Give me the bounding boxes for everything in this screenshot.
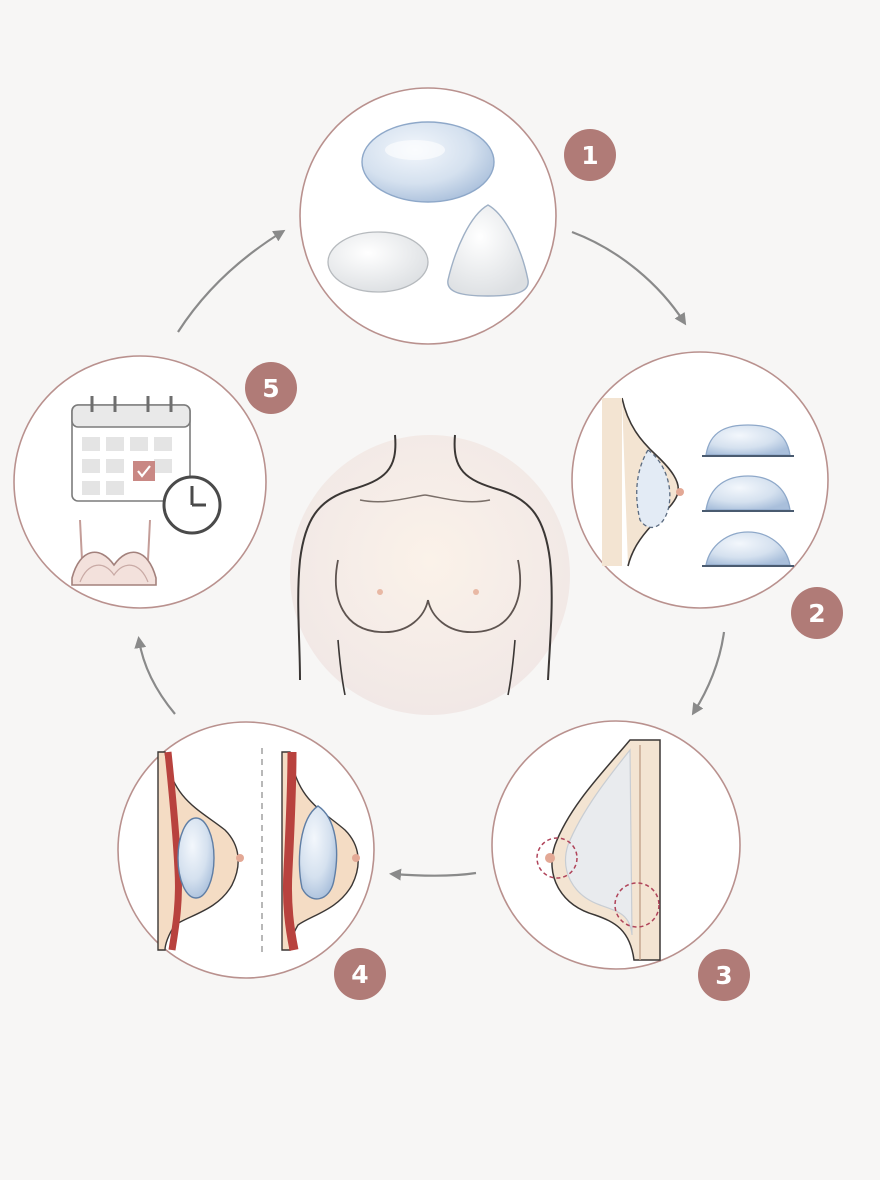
step-number-3: 3 [715, 961, 732, 990]
step-badge-2: 2 [791, 587, 843, 639]
step-2-implant-sizing [571, 351, 829, 609]
center-torso-illustration [290, 434, 570, 715]
step-badge-3: 3 [698, 949, 750, 1001]
textured-implant [327, 231, 429, 293]
step-number-1: 1 [581, 141, 598, 170]
step-badge-1: 1 [564, 129, 616, 181]
round-implant [361, 121, 495, 203]
calendar-icon [71, 396, 191, 502]
step-5-recovery-schedule [13, 355, 267, 609]
profile-moderate [705, 475, 791, 511]
clock-icon [162, 475, 222, 535]
step-1-implant-types [299, 87, 557, 345]
checkmark-icon [133, 461, 155, 481]
implant-subglandular [177, 817, 215, 899]
step-number-5: 5 [262, 374, 279, 403]
arrow-1-to-2 [571, 230, 687, 326]
step-number-4: 4 [351, 960, 368, 989]
step-3-incision-sites [491, 720, 741, 970]
bra-icon [71, 519, 157, 586]
step-badge-4: 4 [334, 948, 386, 1000]
arrow-2-to-3 [691, 631, 726, 716]
step-number-2: 2 [808, 599, 825, 628]
profile-high [705, 531, 791, 566]
arrow-5-to-1 [177, 229, 286, 333]
cycle-arrows [134, 229, 726, 881]
arrow-3-to-4 [389, 868, 477, 881]
step-4-placement-comparison [117, 721, 375, 979]
profile-low [705, 424, 791, 456]
incision-areola [536, 837, 578, 879]
incision-inframammary [614, 882, 660, 928]
implant-submuscular [298, 805, 338, 900]
arrow-4-to-5 [134, 636, 176, 715]
step-badge-5: 5 [245, 362, 297, 414]
teardrop-implant [447, 204, 529, 297]
